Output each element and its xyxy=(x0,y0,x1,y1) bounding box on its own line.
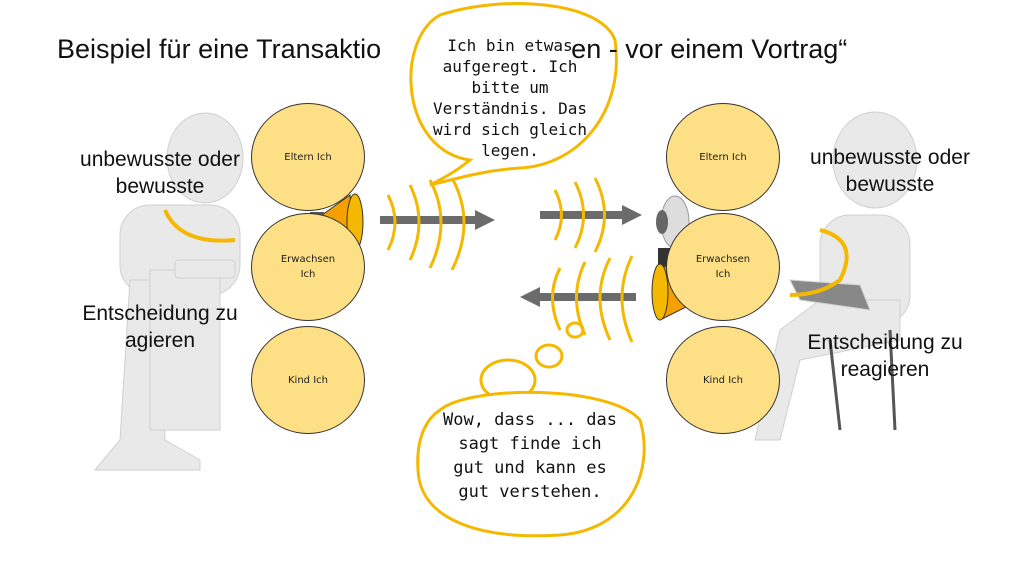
slide-title: Beispiel für eine Transaktio en - vor ein… xyxy=(57,34,847,65)
speech-bubble-speaker xyxy=(409,2,618,187)
right-label-bottom: Entscheidung zu reagieren xyxy=(807,331,963,381)
right-ego-adult: Erwachsen Ich xyxy=(666,213,780,321)
left-label-top: unbewusste oder bewusste xyxy=(80,148,240,198)
title-end: en - vor einem Vortrag“ xyxy=(571,34,848,64)
left-ego-adult: Erwachsen Ich xyxy=(251,213,365,321)
decision-arrow-right xyxy=(789,228,849,297)
right-ego-child: Kind Ich xyxy=(666,326,780,434)
left-ego-child: Kind Ich xyxy=(251,326,365,434)
listener-bubble-text: Wow, dass ... das sagt finde ich gut und… xyxy=(443,410,617,502)
speaker-bubble-text: Ich bin etwas aufgeregt. Ich bitte um Ve… xyxy=(432,36,588,160)
speaker-figure xyxy=(93,112,244,471)
title-start: Beispiel für eine Transaktio xyxy=(57,34,382,64)
right-ego-parent: Eltern Ich xyxy=(666,103,780,211)
right-label-top: unbewusste oder bewusste xyxy=(810,146,970,196)
listener-figure xyxy=(754,111,918,441)
decision-arrow-left xyxy=(163,209,236,243)
arrow-outgoing xyxy=(380,205,642,230)
left-label-bottom: Entscheidung zu agieren xyxy=(82,302,238,352)
thought-bubble-listener xyxy=(416,390,646,538)
left-ego-parent: Eltern Ich xyxy=(251,103,365,211)
sound-waves xyxy=(386,177,634,343)
arrow-return xyxy=(520,287,636,307)
thought-bubble-medium xyxy=(534,343,564,369)
